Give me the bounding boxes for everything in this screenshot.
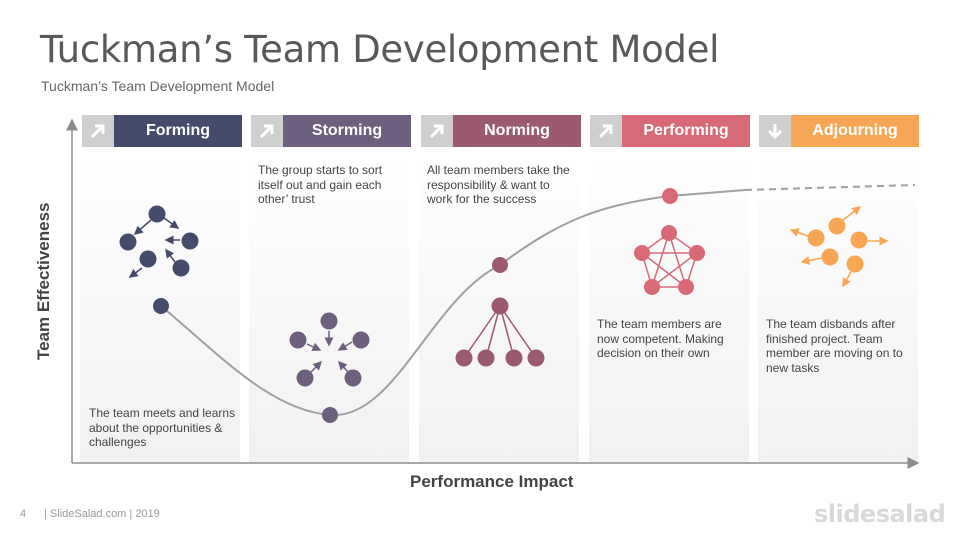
stage-header-forming: Forming <box>82 115 242 147</box>
arrow-up-right-icon <box>251 115 283 147</box>
stage-label: Adjourning <box>791 115 919 147</box>
stage-header-adjourning: Adjourning <box>759 115 919 147</box>
column-adjourning-bg <box>758 149 918 462</box>
forming-cluster-icon <box>119 205 199 278</box>
effectiveness-curve-dashed <box>744 184 916 191</box>
stage-label: Performing <box>622 115 750 147</box>
stage-description-forming: The team meets and learns about the oppo… <box>89 406 236 449</box>
slidesalad-logo: slidesalad <box>814 500 946 528</box>
stage-header-performing: Performing <box>590 115 750 147</box>
stage-label: Norming <box>453 115 581 147</box>
stage-description-adjourning: The team disbands after finished project… <box>766 317 903 375</box>
page-title: Tuckman’s Team Development Model <box>40 28 720 71</box>
stage-description-norming: All team members take the responsibility… <box>427 163 570 206</box>
effectiveness-curve <box>160 189 746 417</box>
adjourning-scatter-icon <box>789 206 889 288</box>
footer-text: | SlideSalad.com | 2019 <box>44 508 160 520</box>
stage-label: Forming <box>114 115 242 147</box>
stage-header-storming: Storming <box>251 115 411 147</box>
arrow-up-right-icon <box>421 115 453 147</box>
page-subtitle: Tuckman’s Team Development Model <box>41 78 275 94</box>
x-axis-label: Performance Impact <box>410 472 574 491</box>
norming-tree-icon <box>455 297 545 367</box>
curve-point-storming <box>322 407 338 423</box>
performing-network-icon <box>634 225 705 295</box>
arrow-up-right-icon <box>590 115 622 147</box>
curve-point-norming <box>492 257 508 273</box>
stage-description-performing: The team members are now competent. Maki… <box>597 317 724 360</box>
stage-label: Storming <box>283 115 411 147</box>
storming-cluster-icon <box>289 312 370 387</box>
y-axis-label: Team Effectiveness <box>34 202 53 360</box>
page-number: 4 <box>20 508 27 520</box>
stage-header-norming: Norming <box>421 115 581 147</box>
arrow-down-icon <box>759 115 791 147</box>
curve-point-forming <box>153 298 169 314</box>
curve-point-performing <box>662 188 678 204</box>
arrow-up-right-icon <box>82 115 114 147</box>
stage-description-storming: The group starts to sort itself out and … <box>258 163 383 206</box>
